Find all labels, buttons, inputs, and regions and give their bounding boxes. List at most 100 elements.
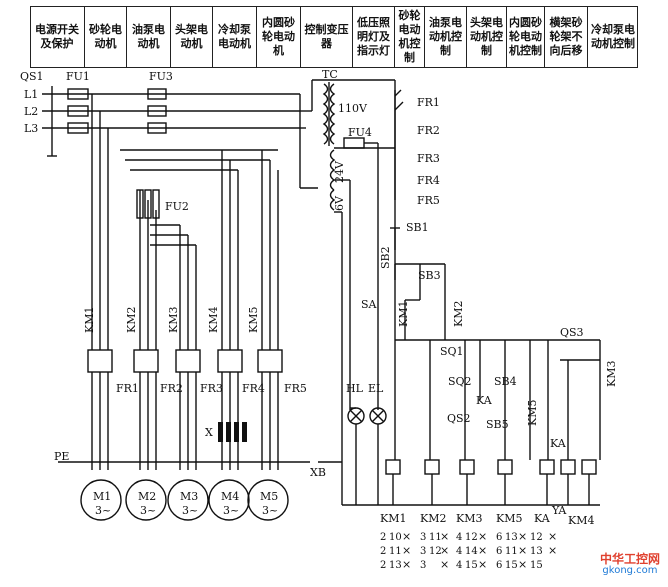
ref-km5-n2: 11 (505, 546, 518, 557)
ref-km2-3: 3 (420, 560, 426, 571)
label-l3: L3 (24, 122, 38, 135)
ref-km5-n1: 13 (505, 532, 518, 543)
header-cell-head-motor: 头架电动机 (171, 6, 213, 68)
header-cell-coolant-control: 冷却泵电动机控制 (591, 23, 635, 50)
ref-km3-3: 4 (456, 560, 462, 571)
ref-km2-n1: 11 (429, 532, 442, 543)
label-km5: KM5 (247, 307, 260, 333)
ref-km5-1: 6 (496, 532, 502, 543)
label-fr4-power: FR4 (242, 382, 265, 395)
ref-km2-n2: 12 (429, 546, 442, 557)
ref-km3-2: 4 (456, 546, 462, 557)
svg-text:×: × (548, 544, 557, 557)
svg-text:×: × (478, 558, 487, 571)
label-110v: 110V (338, 102, 368, 115)
label-sb2: SB2 (379, 246, 392, 269)
label-6v: 6V (333, 195, 346, 211)
label-km1-ctrl: KM1 (397, 301, 410, 327)
ref-km2-2: 3 (420, 546, 426, 557)
label-fr3-power: FR3 (200, 382, 223, 395)
label-qs1: QS1 (20, 70, 44, 83)
header-cell-internal-grinding-control: 内圆砂轮电动机控制 (507, 6, 545, 68)
label-qs3: QS3 (560, 326, 584, 339)
label-pe: PE (54, 450, 69, 463)
svg-text:×: × (402, 544, 411, 557)
label-sq1: SQ1 (440, 345, 464, 358)
label-ka-contact-2: KA (550, 437, 567, 450)
ref-km5-2: 6 (496, 546, 502, 557)
label-km2: KM2 (125, 307, 138, 333)
function-header-table (30, 6, 638, 68)
label-fr1: FR1 (417, 96, 440, 109)
watermark-url: gkong.com (602, 565, 658, 576)
label-sb3: SB3 (418, 269, 441, 282)
svg-text:×: × (402, 558, 411, 571)
label-km5-ctrl: KM5 (526, 400, 539, 426)
contact-reference-table: 2 2 2 10 11 13 3 3 3 11 12 4 4 4 12 14 1… (380, 532, 543, 571)
label-fu4: FU4 (348, 126, 372, 139)
label-m1: M1 (93, 490, 111, 503)
label-qs2: QS2 (447, 412, 471, 425)
label-m3: M3 (180, 490, 198, 503)
ref-km3-n1: 12 (465, 532, 478, 543)
ref-km1-n1: 10 (389, 532, 402, 543)
label-tc: TC (322, 68, 338, 81)
label-xb: XB (310, 466, 326, 479)
header-cell-power: 电源开关及保护 (30, 6, 85, 68)
label-hl: HL (346, 382, 364, 395)
svg-text:×: × (440, 558, 449, 571)
ref-km2-1: 3 (420, 532, 426, 543)
label-coil-ka: KA (534, 512, 551, 525)
ref-km3-1: 4 (456, 532, 462, 543)
ref-ka-2: 13 (530, 546, 543, 557)
label-fr4: FR4 (417, 174, 440, 187)
label-fu2: FU2 (165, 200, 189, 213)
ref-km1-2: 2 (380, 546, 386, 557)
label-m4: M4 (221, 490, 239, 503)
ref-km3-n2: 14 (465, 546, 478, 557)
label-fr1-power: FR1 (116, 382, 139, 395)
label-fr5: FR5 (417, 194, 440, 207)
label-fr3: FR3 (417, 152, 440, 165)
ref-km3-n3: 15 (465, 560, 478, 571)
label-sb5: SB5 (486, 418, 509, 431)
header-cell-carriage-interlock: 横架砂轮架不向后移 (545, 6, 588, 68)
svg-text:×: × (478, 530, 487, 543)
label-ka-contact: KA (476, 394, 493, 407)
svg-text:×: × (548, 530, 557, 543)
label-m4-phase: 3~ (223, 504, 239, 517)
site-watermark: 中华工控网 gkong.com (600, 553, 660, 577)
label-sb4: SB4 (494, 375, 517, 388)
label-coil-km4: KM4 (568, 514, 594, 527)
watermark-title: 中华工控网 (599, 552, 660, 566)
label-fr2: FR2 (417, 124, 440, 137)
label-coil-km3: KM3 (456, 512, 482, 525)
label-sb1: SB1 (406, 221, 429, 234)
label-fr2-power: FR2 (160, 382, 183, 395)
label-fu1: FU1 (66, 70, 90, 83)
ref-km1-1: 2 (380, 532, 386, 543)
ref-km1-n2: 11 (389, 546, 402, 557)
header-cell-grinding-motor: 砂轮电动机 (85, 6, 127, 68)
label-l1: L1 (24, 88, 38, 101)
header-cell-coolant-motor: 冷却泵电动机 (213, 6, 257, 68)
label-fr5-power: FR5 (284, 382, 307, 395)
label-m5: M5 (260, 490, 278, 503)
svg-text:×: × (440, 544, 449, 557)
label-el: EL (368, 382, 384, 395)
header-cell-internal-grinding-motor: 内圆砂轮电动机 (257, 6, 301, 68)
label-coil-ya: YA (551, 504, 567, 517)
label-coil-km5: KM5 (496, 512, 522, 525)
header-cell-lighting: 低压照明灯及指示灯 (353, 6, 395, 68)
label-l2: L2 (24, 105, 38, 118)
ref-km1-n3: 13 (389, 560, 402, 571)
header-cell-oil-pump-motor: 油泵电动机 (127, 6, 171, 68)
label-m2: M2 (138, 490, 156, 503)
header-cell-oil-pump-control: 油泵电动机控制 (425, 6, 467, 68)
header-cell-control-transformer: 控制变压器 (301, 6, 353, 68)
label-sa: SA (361, 298, 378, 311)
label-km1: KM1 (83, 307, 96, 333)
